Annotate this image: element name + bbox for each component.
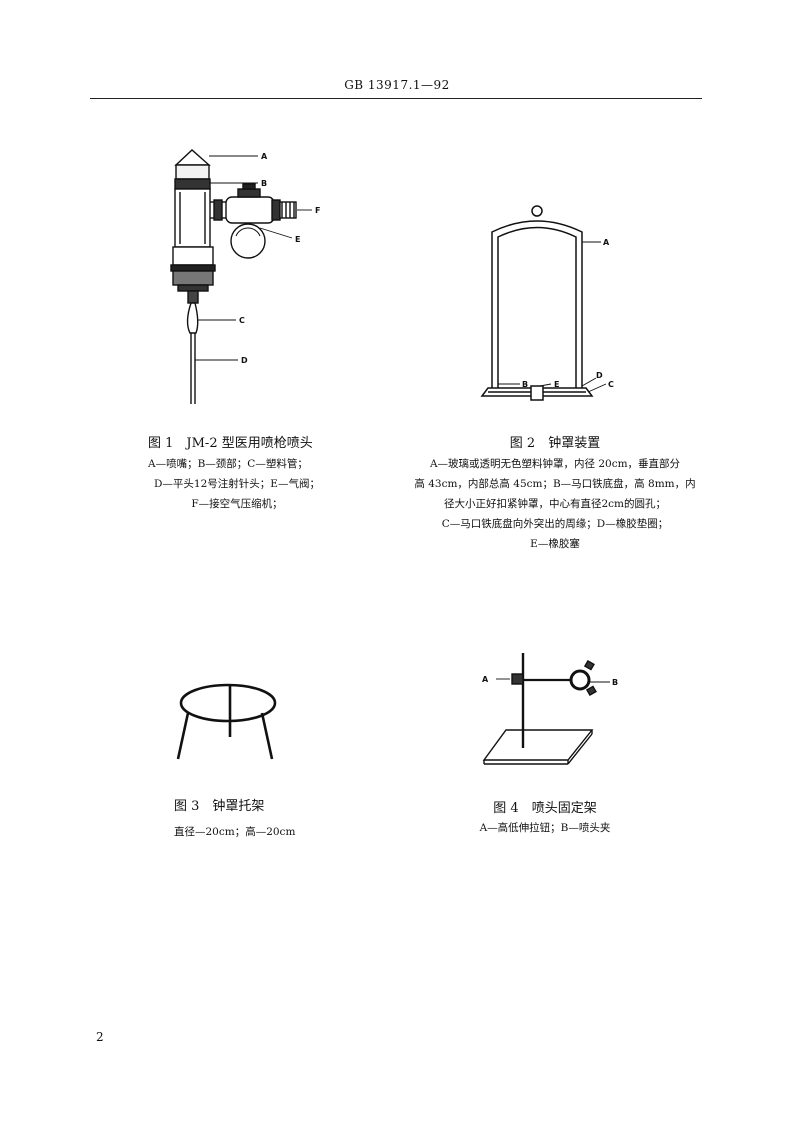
figure-2-note: 径大小正好扣紧钟罩，中心有直径2cm的圆孔； (443, 498, 667, 510)
figure-1-caption: 图 1 JM-2 型医用喷枪喷头 (148, 436, 313, 451)
figure-2-note: C—马口铁底盘向外突出的周缘；D—橡胶垫圈； (441, 518, 669, 530)
figure-1-spray-gun: A B F E C D (170, 149, 320, 404)
label-d: D (596, 371, 603, 380)
label-a: A (261, 152, 268, 161)
figure-2-note: A—玻璃或透明无色塑料钟罩，内径 20cm，垂直部分 (429, 458, 681, 470)
figure-3-tripod (176, 683, 277, 760)
figure-2-note: 高 43cm，内部总高 45cm；B—马口铁底盘，高 8mm，内 (414, 478, 696, 490)
label-a: A (482, 675, 489, 684)
label-c: C (239, 316, 245, 325)
figure-1-note: F—接空气压缩机； (191, 498, 283, 510)
figure-3-note: 直径—20cm；高—20cm (174, 826, 296, 838)
label-d: D (241, 356, 248, 365)
figure-1-note: D—平头12号注射针头；E—气阀； (154, 478, 320, 490)
figure-4-holder: A B (482, 653, 618, 765)
label-b: B (522, 380, 528, 389)
figure-2-note: E—橡胶塞 (530, 538, 580, 550)
figure-4-caption: 图 4 喷头固定架 (493, 801, 597, 816)
figure-4-note: A—高低伸拉钮；B—喷头夹 (479, 822, 611, 834)
label-e: E (554, 380, 559, 389)
header-rule (90, 98, 702, 99)
page-number: 2 (96, 1030, 104, 1044)
standard-header: GB 13917.1—92 (344, 78, 450, 92)
label-b: B (261, 179, 267, 188)
figure-2-bell-jar: A B E D C (480, 205, 614, 401)
label-e: E (295, 235, 300, 244)
figure-2-caption: 图 2 钟罩装置 (509, 436, 601, 451)
label-f: F (315, 206, 320, 215)
figure-3-caption: 图 3 钟罩托架 (174, 799, 265, 814)
label-a: A (603, 238, 610, 247)
label-b: B (612, 678, 618, 687)
label-c: C (608, 380, 614, 389)
figure-1-note: A—喷嘴；B—颈部；C—塑料管； (148, 458, 308, 470)
